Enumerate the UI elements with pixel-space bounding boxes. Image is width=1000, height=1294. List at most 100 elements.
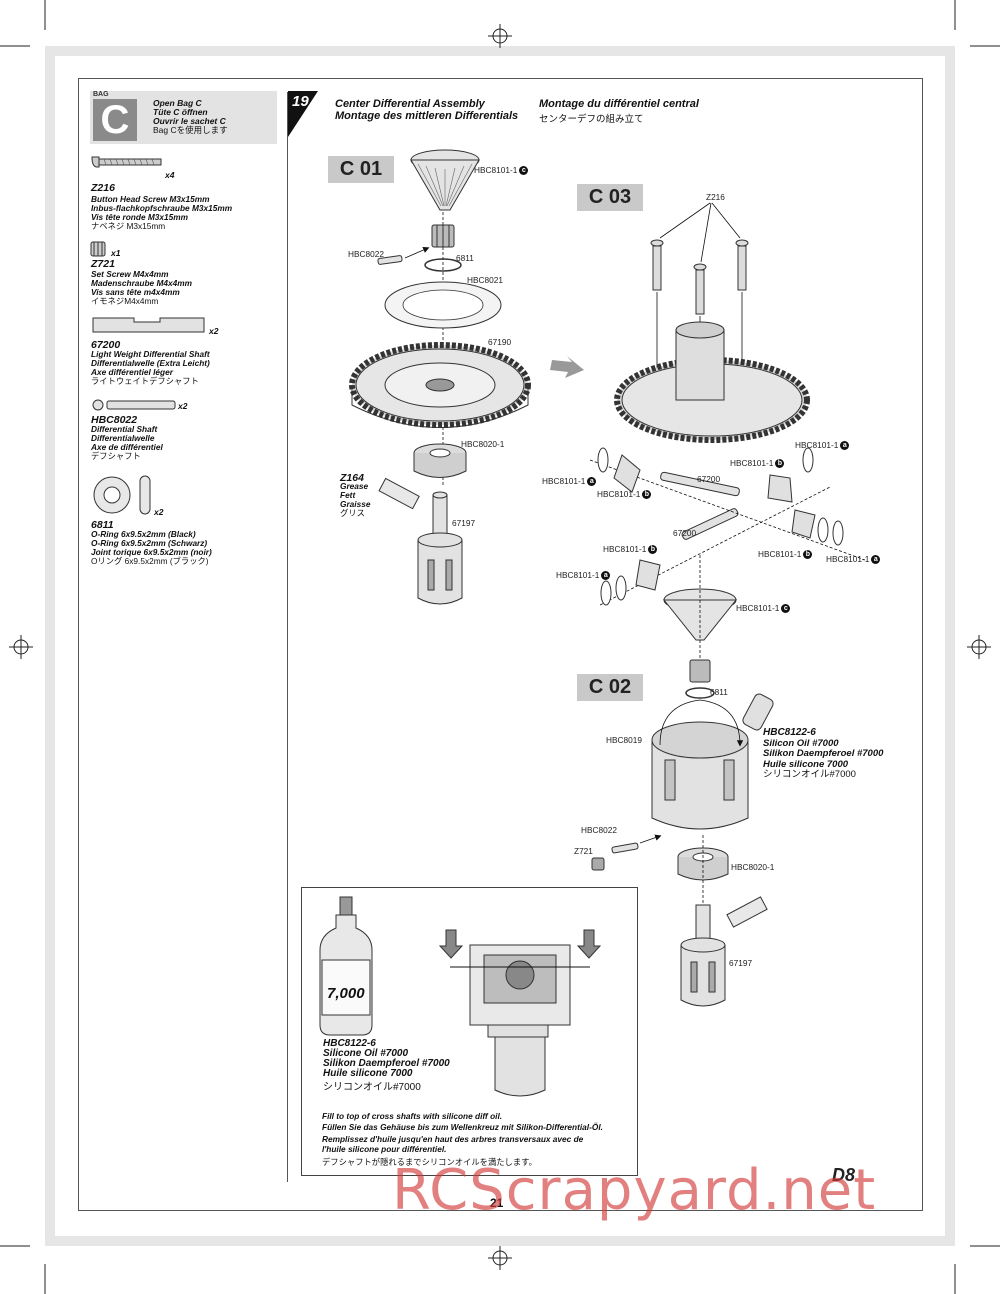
- instruction-de: Füllen Sie das Gehäuse bis zum Wellenkre…: [322, 1122, 603, 1132]
- inset-oil-code: HBC8122-6: [323, 1038, 376, 1049]
- outdrive-icon: [417, 491, 463, 605]
- inset-oil-de: Silikon Daempferoel #7000: [323, 1058, 450, 1069]
- part-desc-jp: ナベネジ M3x15mm: [91, 221, 166, 231]
- callout-z216: Z216: [706, 192, 725, 202]
- grease-fr: Graisse: [340, 499, 371, 509]
- sub-step-c01: C 01: [328, 156, 394, 183]
- callout-67200-a: 67200: [697, 474, 721, 484]
- step-number: 19: [292, 93, 309, 110]
- spline-icon: [431, 224, 455, 248]
- oil-fill-inset: [301, 887, 638, 1176]
- callout-hbc8022-c02: HBC8022: [581, 825, 617, 835]
- instruction-jp: デフシャフトが隠れるまでシリコンオイルを満たします。: [322, 1157, 537, 1167]
- brand-logo: D8: [832, 1165, 856, 1185]
- part-qty: x1: [111, 248, 121, 258]
- part-desc-fr: Axe de différentiel: [91, 442, 163, 452]
- grease-tube-icon: [726, 896, 768, 928]
- column-divider: [287, 92, 288, 1182]
- page-number: 21: [490, 1196, 504, 1210]
- callout-hbc8020-c02: HBC8020-1: [731, 862, 775, 872]
- grease-jp: グリス: [340, 508, 365, 518]
- set-screw-icon: [90, 241, 106, 257]
- part-desc-jp: デフシャフト: [91, 451, 141, 461]
- callout-hbc8019: HBC8019: [606, 735, 642, 745]
- shaft-pin-icon: [377, 255, 403, 265]
- part-code: 6811: [91, 519, 114, 531]
- oil-label: HBC8122-6 Silicon Oil #7000 Silikon Daem…: [763, 727, 884, 781]
- o-ring-icon: [93, 475, 151, 515]
- part-desc-de: Differentialwelle: [91, 433, 155, 443]
- inset-oil-en: Silicone Oil #7000: [323, 1048, 409, 1059]
- callout-hbc8022-c01: HBC8022: [348, 249, 384, 259]
- washer-icon: [597, 447, 844, 606]
- part-desc-fr: Joint torique 6x9.5x2mm (noir): [91, 547, 212, 557]
- oil-de: Silikon Daempferoel #7000: [763, 748, 884, 759]
- part-desc-en: O-Ring 6x9.5x2mm (Black): [91, 529, 196, 539]
- bag-line-en: Open Bag C: [153, 98, 202, 108]
- shaft-pin-icon: [611, 842, 639, 854]
- step-title-jp: センターデフの組み立て: [539, 114, 644, 125]
- outdrive-icon: [680, 904, 726, 1007]
- instruction-fr-1: Remplissez d'huile jusqu'en haut des arb…: [322, 1134, 584, 1144]
- bag-small-label: BAG: [93, 91, 109, 98]
- part-code: 67200: [91, 339, 121, 351]
- diff-case-icon: [651, 721, 749, 830]
- bag-line-fr: Ouvrir le sachet C: [153, 116, 226, 126]
- part-desc-en: Differential Shaft: [91, 424, 158, 434]
- part-desc-en: Button Head Screw M3x15mm: [91, 194, 210, 204]
- oil-en: Silicon Oil #7000: [763, 737, 839, 749]
- part-desc-en: Set Screw M4x4mm: [91, 269, 169, 279]
- grease-en: Grease: [340, 481, 369, 491]
- spline-icon: [689, 659, 711, 683]
- part-qty: x4: [165, 170, 175, 180]
- callout-67197-c02: 67197: [729, 958, 753, 968]
- set-screw-icon: [591, 857, 605, 871]
- part-desc-fr: Vis tête ronde M3x15mm: [91, 212, 188, 222]
- step-title-fr: Montage du différentiel central: [539, 98, 699, 110]
- oil-code: HBC8122-6: [763, 727, 816, 738]
- callout-6811-c02: 6811: [710, 687, 728, 697]
- flow-arrow-icon: [550, 356, 584, 378]
- oil-jp: シリコンオイル#7000: [763, 769, 856, 780]
- part-desc-fr: Axe différentiel léger: [91, 367, 173, 377]
- down-arrow-icon: [438, 929, 602, 959]
- part-qty: x2: [154, 507, 164, 517]
- bevel-gear-icon: [410, 149, 480, 211]
- diff-cutaway-icon: [450, 944, 590, 1097]
- page-border: [45, 46, 955, 1246]
- part-qty: x2: [209, 326, 219, 336]
- content-frame: [78, 78, 923, 1211]
- callout-67190: 67190: [488, 337, 512, 347]
- part-code: Z721: [91, 258, 115, 270]
- instruction-en: Fill to top of cross shafts with silicon…: [322, 1111, 503, 1121]
- oil-bottle-icon: [742, 693, 774, 731]
- diff-shaft-short-icon: [92, 399, 176, 411]
- diff-shaft-long-icon: [92, 317, 205, 333]
- oil-bottle-icon: [319, 896, 373, 1036]
- callout-hbc8020-c01: HBC8020-1: [461, 439, 505, 449]
- part-qty: x2: [178, 401, 188, 411]
- watermark: RCScrapyard.net: [392, 1158, 877, 1223]
- bag-line-jp: Bag Cを使用します: [153, 125, 228, 135]
- callout-6811-c01: 6811: [456, 253, 474, 263]
- part-desc-de: Differentialwelle (Extra Leicht): [91, 358, 210, 368]
- part-desc-de: O-Ring 6x9.5x2mm (Schwarz): [91, 538, 208, 548]
- grease-tube-icon: [378, 477, 420, 510]
- step-title-de: Montage des mittleren Differentials: [335, 110, 519, 122]
- screw-icon: [650, 239, 749, 315]
- spur-gear-icon: [614, 321, 810, 443]
- part-code: HBC8022: [91, 414, 138, 426]
- inset-oil-jp: シリコンオイル#7000: [323, 1082, 421, 1093]
- sub-step-c03: C 03: [577, 184, 643, 211]
- callout-67197-c01: 67197: [452, 518, 476, 528]
